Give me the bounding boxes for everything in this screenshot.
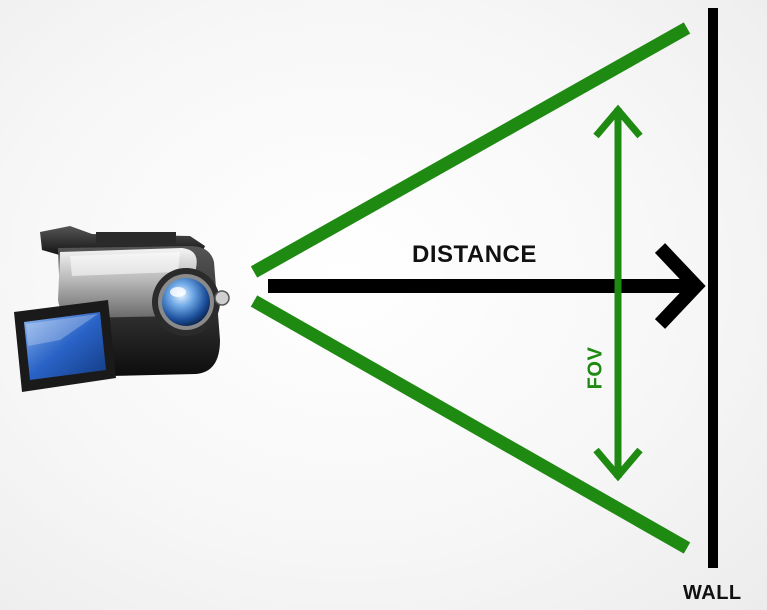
fov-label: FOV bbox=[584, 346, 607, 390]
video-camera-icon bbox=[14, 226, 230, 392]
wall-label: WALL bbox=[683, 582, 742, 604]
fov-lower-line bbox=[250, 295, 691, 554]
fov-arrow bbox=[593, 104, 643, 482]
fov-upper-line bbox=[250, 22, 691, 278]
distance-label: DISTANCE bbox=[412, 241, 537, 268]
